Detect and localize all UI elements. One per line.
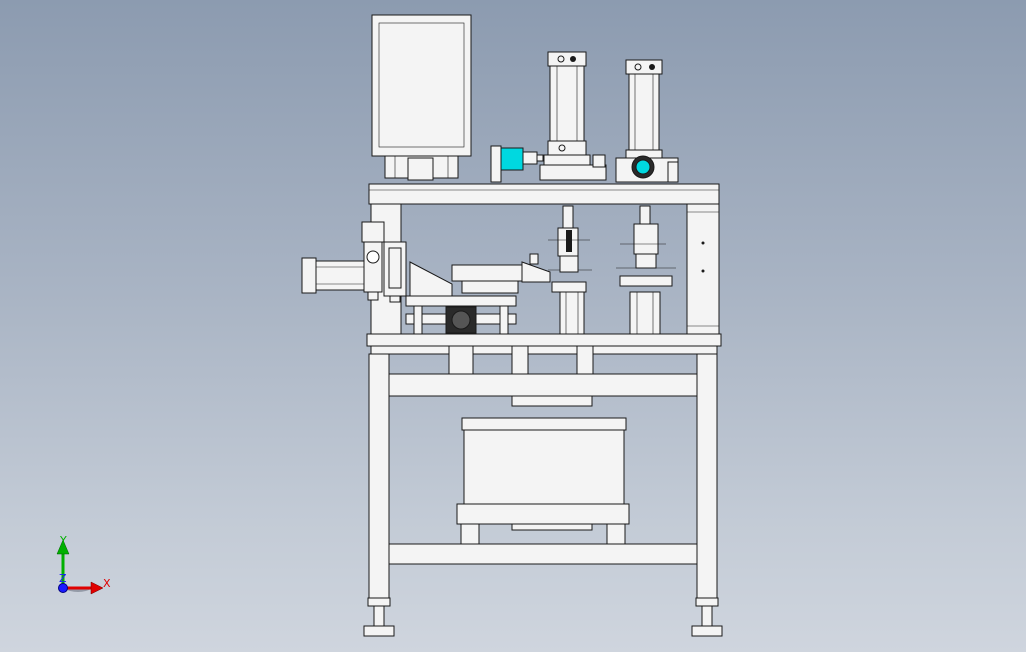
press-station-left[interactable] <box>548 205 592 335</box>
z-axis-label: Z <box>59 572 67 585</box>
lower-cabinet[interactable] <box>456 395 630 545</box>
leveling-feet[interactable] <box>363 597 723 637</box>
coordinate-triad: Y X Z <box>56 534 111 595</box>
motor-body <box>500 147 524 171</box>
x-axis-label: X <box>103 577 111 590</box>
z-axis-marker <box>58 583 68 593</box>
upper-cross-beam[interactable] <box>388 373 698 397</box>
lower-cross-beam[interactable] <box>388 543 698 565</box>
horizontal-cylinder[interactable] <box>301 257 367 294</box>
middle-plate[interactable] <box>366 333 722 355</box>
press-station-right[interactable] <box>616 205 676 335</box>
servo-motor[interactable] <box>490 145 544 183</box>
transfer-mechanism[interactable] <box>405 253 551 335</box>
air-filter-regulator[interactable] <box>361 221 407 303</box>
y-axis-label: Y <box>59 534 67 547</box>
cylinder-right[interactable] <box>615 59 679 183</box>
hmi-screen[interactable] <box>371 14 472 181</box>
cylinder-left[interactable] <box>539 51 607 181</box>
lower-legs[interactable] <box>368 353 718 599</box>
top-plate[interactable] <box>368 183 720 205</box>
